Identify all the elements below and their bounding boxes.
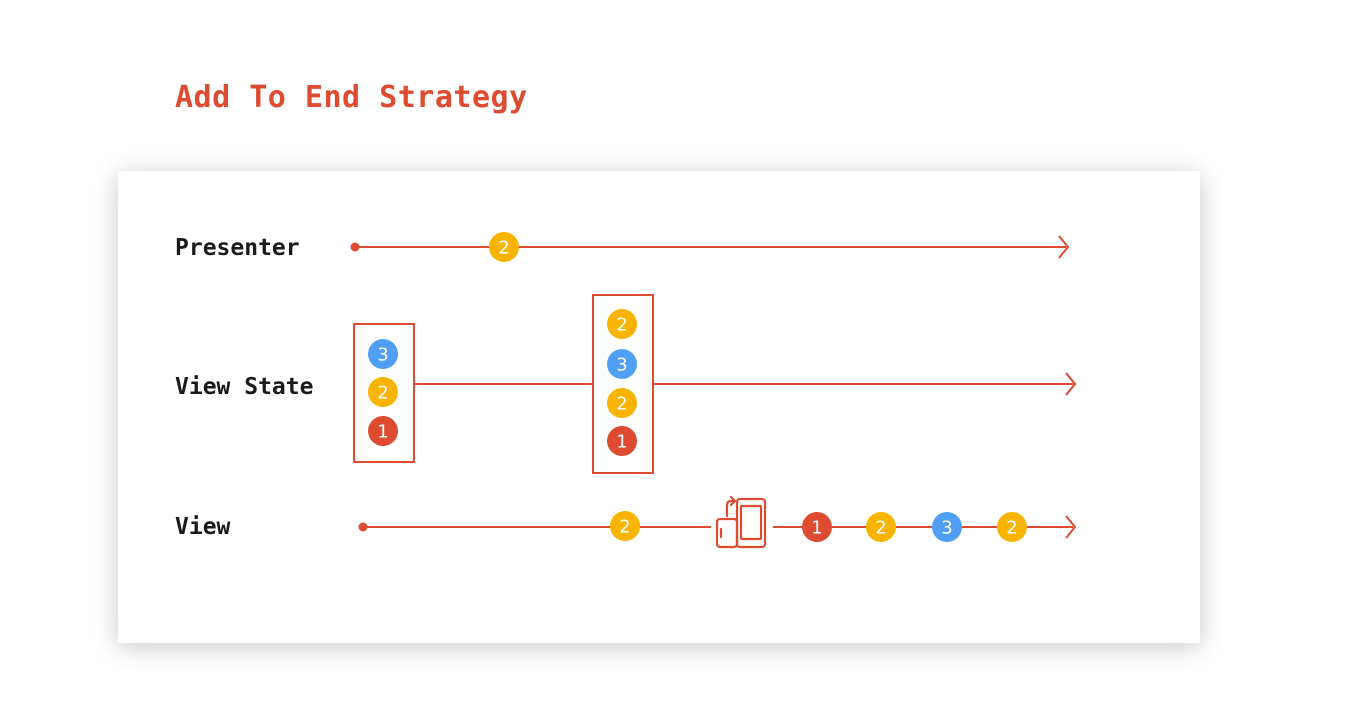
marble-2: 2 (489, 232, 519, 262)
timeline-arrow-head (1065, 515, 1077, 539)
diagram-card: Presenter View State View 2 3 2 1 2 3 2 1 (118, 171, 1200, 643)
marble-label: 1 (616, 432, 627, 453)
marble-label: 3 (941, 518, 952, 539)
marble-1: 1 (368, 416, 398, 446)
marble-2: 2 (610, 511, 640, 541)
marble-circle (932, 512, 962, 542)
marble-label: 2 (498, 238, 509, 259)
marble-2: 2 (997, 512, 1027, 542)
marble-label: 1 (811, 518, 822, 539)
view-state-group-box (353, 323, 415, 463)
marble-circle (368, 416, 398, 446)
marble-label: 2 (619, 517, 630, 538)
marble-circle (997, 512, 1027, 542)
view-state-group: 2 3 2 1 (607, 309, 637, 456)
view-timeline: 2 1 2 3 2 (358, 495, 1077, 549)
view-marbles-before-rotation: 2 (610, 511, 640, 541)
view-state-group: 3 2 1 (368, 339, 398, 446)
presenter-timeline: 2 (350, 232, 1070, 262)
marble-circle (607, 426, 637, 456)
marble-3: 3 (932, 512, 962, 542)
view-state-group-box (592, 294, 654, 474)
presenter-marbles: 2 (489, 232, 519, 262)
marble-circle (368, 377, 398, 407)
marble-circle (866, 512, 896, 542)
marble-circle (607, 309, 637, 339)
marble-circle (607, 388, 637, 418)
marble-label: 1 (377, 422, 388, 443)
marble-label: 2 (1006, 518, 1017, 539)
marble-2: 2 (368, 377, 398, 407)
row-label-presenter: Presenter (175, 235, 300, 261)
marble-label: 2 (875, 518, 886, 539)
marble-2: 2 (866, 512, 896, 542)
page-title: Add To End Strategy (175, 80, 528, 115)
marble-label: 2 (616, 394, 627, 415)
view-state-timeline: 3 2 1 2 3 2 1 (353, 294, 1077, 474)
marble-1: 1 (607, 426, 637, 456)
marble-circle (368, 339, 398, 369)
timeline-arrow-head (1058, 235, 1070, 259)
marble-circle (802, 512, 832, 542)
row-label-view: View (175, 514, 231, 540)
marble-1: 1 (802, 512, 832, 542)
marble-circle (489, 232, 519, 262)
marble-3: 3 (368, 339, 398, 369)
marble-label: 2 (377, 383, 388, 404)
view-marbles-after-rotation: 1 2 3 2 (802, 512, 1027, 542)
marble-2: 2 (607, 309, 637, 339)
row-label-view-state: View State (175, 374, 313, 400)
marble-circle (610, 511, 640, 541)
device-rotation-icon (715, 495, 767, 549)
marble-label: 3 (377, 345, 388, 366)
timeline-arrow-head (1065, 372, 1077, 396)
marble-diagram: Presenter View State View 2 3 2 1 2 3 2 1 (175, 232, 1077, 549)
marble-3: 3 (607, 349, 637, 379)
marble-circle (607, 349, 637, 379)
marble-2: 2 (607, 388, 637, 418)
marble-label: 3 (616, 355, 627, 376)
marble-label: 2 (616, 315, 627, 336)
